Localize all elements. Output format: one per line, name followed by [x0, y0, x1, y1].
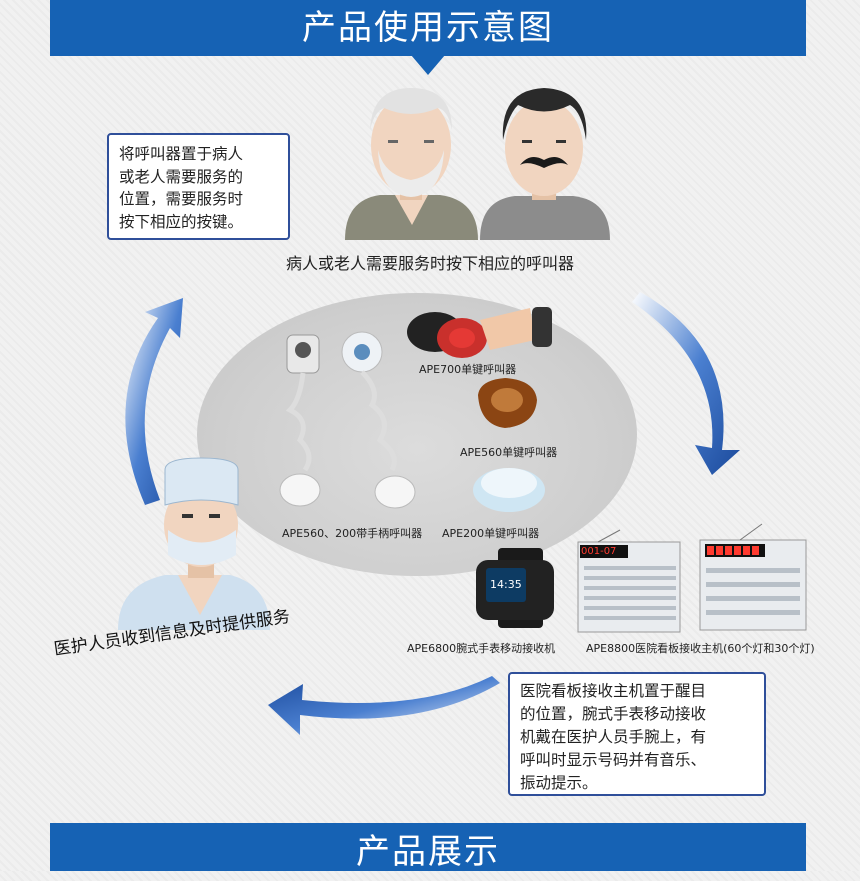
label-ape200: APE200单键呼叫器: [442, 527, 540, 540]
handle-caller-square-icon: [279, 334, 321, 507]
board-display: 001-07: [581, 546, 617, 557]
flow-arrow-left-icon: [268, 676, 500, 735]
note-line: 呼叫时显示号码并有音乐、: [520, 751, 707, 769]
label-ape700: APE700单键呼叫器: [419, 363, 517, 376]
note-line: 将呼叫器置于病人: [119, 145, 244, 163]
handle-caller-round-icon: [341, 331, 416, 509]
label-handle-caller: APE560、200带手柄呼叫器: [282, 527, 423, 540]
ape200-caller-icon: [473, 468, 545, 512]
elderly-man-icon: [345, 88, 478, 240]
label-ape560: APE560单键呼叫器: [460, 446, 558, 459]
doctor-icon: [118, 457, 270, 630]
label-board: APE8800医院看板接收主机(60个灯和30个灯): [586, 642, 815, 655]
ape560-caller-icon: [478, 378, 537, 428]
note-line: 或老人需要服务的: [119, 167, 244, 186]
watch-time: 14:35: [490, 578, 522, 591]
patient-caption: 病人或老人需要服务时按下相应的呼叫器: [285, 254, 574, 273]
note-box-patient: 将呼叫器置于病人 或老人需要服务的 位置，需要服务时 按下相应的按键。: [107, 133, 290, 240]
ape700-caller-icon: [407, 307, 552, 358]
note-line: 按下相应的按键。: [119, 212, 244, 231]
banner-notch: [411, 55, 445, 75]
note-box-receiver: 医院看板接收主机置于醒目 的位置，腕式手表移动接收 机戴在医护人员手腕上，有 呼…: [508, 672, 766, 796]
note-line: 医院看板接收主机置于醒目: [520, 682, 707, 700]
label-watch: APE6800腕式手表移动接收机: [407, 642, 556, 655]
flow-arrow-up-icon: [125, 298, 183, 505]
hospital-board-30-icon: [699, 523, 807, 631]
flow-arrow-right-icon: [632, 292, 740, 475]
note-line: 位置，需要服务时: [119, 190, 244, 208]
banner-product-display: 产品展示: [50, 823, 806, 872]
note-line: 的位置，腕式手表移动接收: [520, 705, 707, 723]
banner-title: 产品使用示意图: [50, 0, 806, 56]
wrist-watch-receiver-icon: [476, 548, 554, 628]
hospital-board-60-icon: [577, 529, 681, 633]
mustache-man-icon: [480, 88, 610, 240]
note-line: 机戴在医护人员手腕上，有: [520, 728, 707, 746]
note-line: 振动提示。: [520, 774, 598, 792]
